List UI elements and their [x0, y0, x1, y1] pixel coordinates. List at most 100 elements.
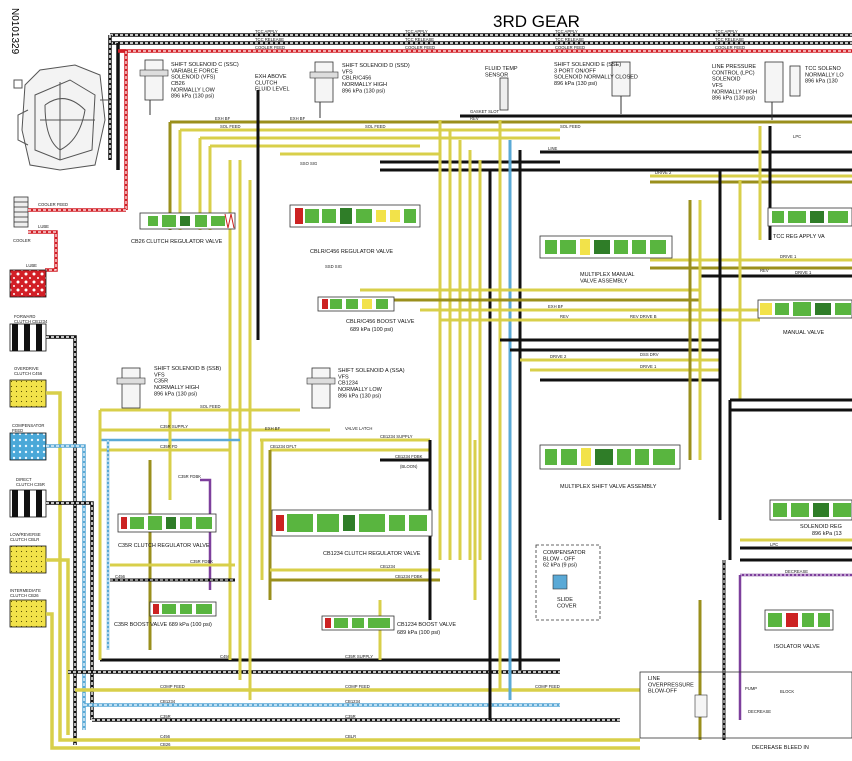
- svg-text:REV: REV: [470, 116, 479, 121]
- svg-text:GASKET SLOT: GASKET SLOT: [470, 109, 499, 114]
- valve-multiplex-shift: MULTIPLEX SHIFT VALVE ASSEMBLY: [539, 444, 681, 490]
- svg-text:LUBE: LUBE: [26, 263, 37, 268]
- svg-text:EXH BF: EXH BF: [265, 426, 281, 431]
- svg-text:CB1234 FDBK: CB1234 FDBK: [395, 454, 423, 459]
- svg-text:CB26 CLUTCH REGULATOR VALVE: CB26 CLUTCH REGULATOR VALVE: [131, 239, 223, 245]
- svg-text:LINE: LINE: [548, 146, 558, 151]
- svg-text:REV: REV: [560, 314, 569, 319]
- svg-text:SSO SIG: SSO SIG: [300, 161, 317, 166]
- svg-text:LPC: LPC: [770, 542, 778, 547]
- svg-text:LPC: LPC: [793, 134, 801, 139]
- svg-text:C35R BOOST VALVE 689 kPa (100: C35R BOOST VALVE 689 kPa (100 psi): [114, 622, 212, 628]
- svg-text:COOLER FEED: COOLER FEED: [715, 45, 745, 50]
- svg-text:C35R SUPPLY: C35R SUPPLY: [345, 654, 373, 659]
- svg-text:CB1234 FDBK: CB1234 FDBK: [395, 574, 423, 579]
- svg-text:SHIFT SOLENOID E (SSE)3 PORT O: SHIFT SOLENOID E (SSE)3 PORT ON/OFFSOLEN…: [554, 62, 638, 87]
- svg-text:CB1234: CB1234: [160, 699, 176, 704]
- svg-text:C35R FDBK: C35R FDBK: [190, 559, 213, 564]
- svg-text:VALVE LATCH: VALVE LATCH: [345, 426, 372, 431]
- label-cooler-feed: COOLER FEED: [255, 45, 285, 50]
- svg-text:DRIVE 1: DRIVE 1: [640, 364, 657, 369]
- svg-text:ISOLATOR VALVE: ISOLATOR VALVE: [774, 644, 820, 650]
- svg-text:COOLER FEED: COOLER FEED: [405, 45, 435, 50]
- document-id: N0101329: [9, 8, 20, 55]
- svg-text:CBLR: CBLR: [345, 734, 356, 739]
- svg-text:C456: C456: [115, 574, 126, 579]
- svg-text:MULTIPLEX SHIFT VALVE ASSEMBLY: MULTIPLEX SHIFT VALVE ASSEMBLY: [560, 484, 657, 490]
- label-tcc-apply: TCC APPLY: [255, 29, 278, 34]
- valve-cb1234-boost: CB1234 BOOST VALVE 689 kPa (100 psi): [321, 615, 456, 636]
- svg-text:689 kPa (100 psi): 689 kPa (100 psi): [350, 327, 393, 333]
- torque-converter-illustration: [13, 64, 110, 171]
- inline-line-labels: EXH BF EXH BF SOL FEED SOL FEED SOL FEED…: [115, 109, 812, 714]
- svg-text:CB1234 BOOST VALVE: CB1234 BOOST VALVE: [397, 622, 456, 628]
- svg-text:SHIFT SOLENOID C (SSC)VARIABLE: SHIFT SOLENOID C (SSC)VARIABLE FORCESOLE…: [171, 62, 239, 100]
- svg-text:COOLER FEED: COOLER FEED: [555, 45, 585, 50]
- legend-lube-line-label: LUBE: [38, 224, 49, 229]
- svg-text:SOL FEED: SOL FEED: [200, 404, 221, 409]
- left-feed-lines: [46, 335, 640, 750]
- legend-cooler: COOLER COOLER FEED LUBE: [13, 196, 126, 272]
- svg-text:DSS DRV: DSS DRV: [640, 352, 659, 357]
- svg-text:COMP FEED: COMP FEED: [535, 684, 560, 689]
- svg-text:SOL FEED: SOL FEED: [220, 124, 241, 129]
- svg-text:TCC REG APPLY VA: TCC REG APPLY VA: [773, 234, 825, 240]
- valve-isolator: ISOLATOR VALVE: [764, 609, 834, 650]
- svg-text:C35R FDBK: C35R FDBK: [178, 474, 201, 479]
- svg-text:TCC RELEASE: TCC RELEASE: [715, 37, 744, 42]
- svg-text:SOL FEED: SOL FEED: [365, 124, 386, 129]
- svg-text:DRIVE 1: DRIVE 1: [780, 254, 797, 259]
- svg-text:TCC APPLY: TCC APPLY: [405, 29, 428, 34]
- valve-tcc-reg-apply: TCC REG APPLY VA: [767, 207, 852, 240]
- svg-text:DECREASE: DECREASE: [748, 709, 771, 714]
- valve-manual: MANUAL VALVE: [757, 299, 852, 336]
- svg-text:DRIVE 2: DRIVE 2: [550, 354, 567, 359]
- svg-text:CB26: CB26: [160, 742, 171, 747]
- svg-text:SOL FEED: SOL FEED: [560, 124, 581, 129]
- svg-text:PUMP: PUMP: [745, 686, 757, 691]
- svg-text:CB1234 CLUTCH REGULATOR VALVE: CB1234 CLUTCH REGULATOR VALVE: [323, 551, 421, 557]
- svg-text:TCC RELEASE: TCC RELEASE: [555, 37, 584, 42]
- svg-text:CB1234 SUPPLY: CB1234 SUPPLY: [380, 434, 413, 439]
- main-circuit-lines: [98, 90, 852, 740]
- svg-text:C35R CLUTCH REGULATOR VALVE: C35R CLUTCH REGULATOR VALVE: [118, 543, 210, 549]
- valve-cb26: CB26 CLUTCH REGULATOR VALVE: [131, 212, 236, 245]
- valve-cblr-boost: CBLR/C456 BOOST VALVE 689 kPa (100 psi): [317, 296, 415, 333]
- valve-cblr-c456: CBLR/C456 REGULATOR VALVE: [289, 204, 421, 255]
- svg-text:SOLENOID REG: SOLENOID REG: [800, 524, 842, 530]
- svg-text:EXH BF: EXH BF: [290, 116, 306, 121]
- svg-text:COMP FEED: COMP FEED: [160, 684, 185, 689]
- svg-text:CB1234: CB1234: [345, 699, 361, 704]
- svg-text:EXH BF: EXH BF: [215, 116, 231, 121]
- svg-text:C35R SUPPLY: C35R SUPPLY: [160, 424, 188, 429]
- bottom-bus-lines: COMP FEED COMP FEED COMP FEED CB1234 CB1…: [68, 654, 640, 747]
- svg-text:BLOCK: BLOCK: [780, 689, 794, 694]
- svg-text:EXH BF: EXH BF: [548, 304, 564, 309]
- svg-text:CBLR/C456 REGULATOR VALVE: CBLR/C456 REGULATOR VALVE: [310, 249, 393, 255]
- label-tcc-release: TCC RELEASE: [255, 37, 284, 42]
- legend-cooler-feed-label: COOLER FEED: [38, 202, 68, 207]
